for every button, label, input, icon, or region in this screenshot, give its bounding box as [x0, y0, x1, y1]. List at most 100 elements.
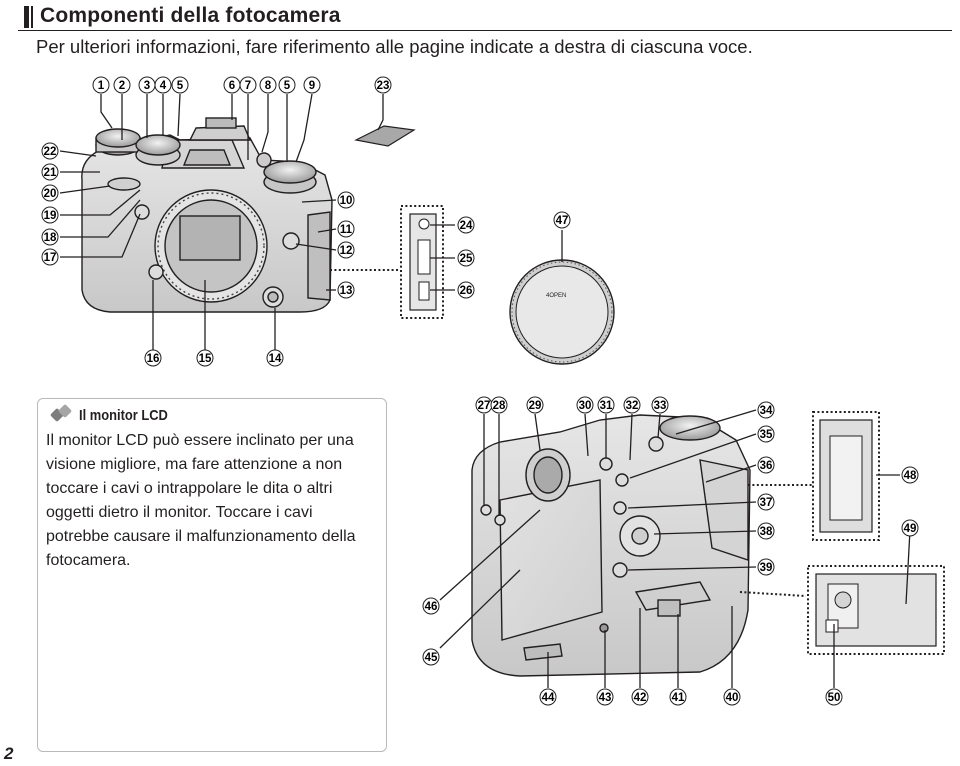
svg-text:41: 41 [672, 692, 685, 704]
callout-40: 40 [723, 688, 741, 706]
svg-text:26: 26 [460, 285, 473, 297]
svg-text:30: 30 [579, 400, 592, 412]
svg-text:46: 46 [425, 601, 438, 613]
svg-text:18: 18 [44, 232, 57, 244]
svg-text:5: 5 [284, 80, 291, 92]
callout-49: 49 [901, 519, 919, 537]
battery-compartment-panel [739, 565, 945, 655]
svg-text:35: 35 [760, 429, 773, 441]
callout-31: 31 [597, 396, 615, 414]
svg-text:45: 45 [425, 652, 438, 664]
camera-front-illustration [81, 117, 333, 313]
callout-14: 14 [266, 349, 284, 367]
svg-text:37: 37 [760, 497, 773, 509]
svg-text:50: 50 [828, 692, 841, 704]
callout-18: 18 [41, 228, 59, 246]
card-slot-panel [748, 411, 880, 541]
callout-29: 29 [526, 396, 544, 414]
svg-text:24: 24 [460, 220, 473, 232]
svg-text:29: 29 [529, 400, 542, 412]
section-title-bar: Componenti della fotocamera [18, 4, 952, 31]
svg-text:13: 13 [340, 285, 353, 297]
note-diamond-icon [49, 403, 74, 425]
callout-48: 48 [901, 466, 919, 484]
body-cap [509, 259, 615, 365]
page-number: 2 [4, 744, 14, 763]
callout-33: 33 [651, 396, 669, 414]
callout-7: 7 [239, 76, 257, 94]
svg-text:10: 10 [340, 195, 353, 207]
callout-13: 13 [337, 281, 355, 299]
callout-22: 22 [41, 142, 59, 160]
callout-4: 4 [154, 76, 172, 94]
callout-42: 42 [631, 688, 649, 706]
svg-text:5: 5 [177, 80, 184, 92]
callout-44: 44 [539, 688, 557, 706]
svg-text:7: 7 [245, 80, 251, 92]
note-title: Il monitor LCD [79, 406, 168, 424]
svg-text:6: 6 [229, 80, 235, 92]
callout-19: 19 [41, 206, 59, 224]
callout-26: 26 [457, 281, 475, 299]
callout-25: 25 [457, 249, 475, 267]
svg-text:11: 11 [340, 224, 353, 236]
callout-35: 35 [757, 425, 775, 443]
callout-23: 23 [374, 76, 392, 94]
note-header: Il monitor LCD [49, 403, 182, 425]
svg-text:3: 3 [144, 80, 150, 92]
camera-back-illustration [471, 414, 751, 677]
page-subtitle: Per ulteriori informazioni, fare riferim… [36, 36, 753, 57]
svg-text:39: 39 [760, 562, 773, 574]
svg-text:20: 20 [44, 188, 57, 200]
svg-text:43: 43 [599, 692, 612, 704]
callout-37: 37 [757, 493, 775, 511]
callout-5-second: 5 [278, 76, 296, 94]
svg-text:14: 14 [269, 353, 282, 365]
svg-text:17: 17 [44, 252, 57, 264]
callout-39: 39 [757, 558, 775, 576]
callout-30: 30 [576, 396, 594, 414]
svg-text:23: 23 [377, 80, 390, 92]
callout-12: 12 [337, 241, 355, 259]
callout-3: 3 [138, 76, 156, 94]
callout-numbers: 1 2 3 4 5 6 7 8 5 9 23 22 21 20 19 18 17… [41, 76, 919, 706]
callout-16: 16 [144, 349, 162, 367]
callout-41: 41 [669, 688, 687, 706]
callout-36: 36 [757, 456, 775, 474]
svg-text:8: 8 [265, 80, 272, 92]
lcd-monitor-note: Il monitor LCD Il monitor LCD può essere… [37, 398, 387, 752]
callout-17: 17 [41, 248, 59, 266]
svg-text:38: 38 [760, 526, 773, 538]
callout-34: 34 [757, 401, 775, 419]
svg-text:34: 34 [760, 405, 773, 417]
callout-8: 8 [259, 76, 277, 94]
svg-text:15: 15 [199, 353, 212, 365]
callout-1: 1 [92, 76, 110, 94]
callout-6: 6 [223, 76, 241, 94]
callout-11: 11 [337, 220, 355, 238]
callout-15: 15 [196, 349, 214, 367]
svg-text:16: 16 [147, 353, 160, 365]
title-marker-thin [31, 6, 33, 28]
callout-50: 50 [825, 688, 843, 706]
callout-24: 24 [457, 216, 475, 234]
svg-text:2: 2 [119, 80, 125, 92]
svg-text:31: 31 [600, 400, 613, 412]
title-marker [24, 6, 29, 28]
callout-5: 5 [171, 76, 189, 94]
svg-text:44: 44 [542, 692, 555, 704]
svg-text:21: 21 [44, 167, 57, 179]
svg-text:40: 40 [726, 692, 739, 704]
connector-panel [330, 205, 444, 319]
callout-43: 43 [596, 688, 614, 706]
page-title: Componenti della fotocamera [40, 4, 341, 27]
callout-27: 27 [475, 396, 493, 414]
svg-text:1: 1 [98, 80, 105, 92]
callout-46: 46 [422, 597, 440, 615]
svg-text:4: 4 [160, 80, 167, 92]
svg-text:47: 47 [556, 215, 569, 227]
svg-text:12: 12 [340, 245, 353, 257]
callout-2: 2 [113, 76, 131, 94]
svg-text:9: 9 [309, 80, 315, 92]
svg-text:32: 32 [626, 400, 639, 412]
